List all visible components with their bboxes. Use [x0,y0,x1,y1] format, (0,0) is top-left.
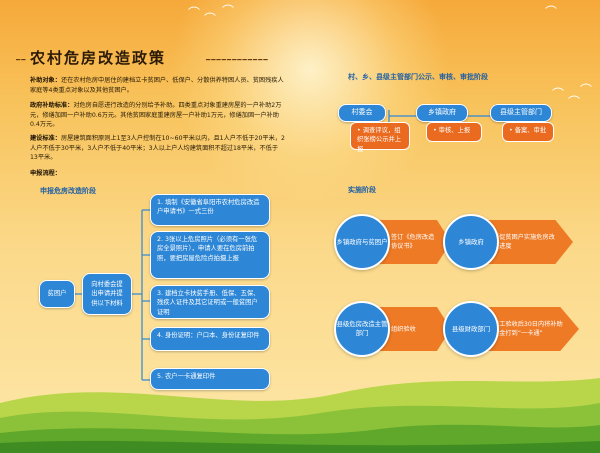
flow-start-poor-household: 贫困户 [39,280,75,308]
bird-icon: ⌒ [222,4,235,18]
bird-icon: ⌒ [568,95,581,109]
circle-county-dept: 县级危房改造主管部门 [334,301,390,357]
col-county-body: • 备案、审批 [502,122,554,142]
bird-icon: ⌒ [545,5,558,19]
col-village-body: • 调查评议，组织张榜公示并上报 [350,122,410,153]
col-township-title: 乡镇政府 [416,104,468,122]
flow-item-1: 1. 填制《安徽省阜阳市农村危房改造户申请书》一式三份 [150,194,270,226]
flow-item-2: 2. 3张以上危房照片（必须有一张危房全景照片），申请人要在危房前拍照，要把房屋… [150,231,270,279]
page-title: 农村危房改造政策 [30,49,167,67]
bird-icon: ⌒ [552,87,565,101]
title-decoration-left: ━━ [16,56,27,64]
right-top-heading: 村、乡、县级主管部门公示、审核、审批阶段 [348,73,488,81]
left-flow-heading: 申报危房改造阶段 [40,187,96,195]
col-village-title: 村委会 [338,104,386,122]
sun-glow [160,0,460,200]
green-hills-decoration [0,378,600,453]
circle-township-gov: 乡镇政府 [443,214,499,270]
paragraph-standard: 建设标准：房屋建筑面积原则上1至3人户控制在10~60平米以内，且1人户不低于2… [30,135,285,162]
bird-icon: ⌒ [204,12,217,26]
circle-county-finance: 县级财政部门 [443,301,499,357]
paragraph-target: 补助对象：还在农村危房中居住的建档立卡贫困户、低保户、分散供养特困人员、贫困残疾… [30,77,284,94]
flow-apply-box: 向村委会提出申请并提供以下材料 [82,273,132,315]
right-bottom-heading: 实施阶段 [348,186,376,194]
flow-item-3: 3. 建档立卡扶贫手册、低保、五保、残疾人证件及其它证明或一般贫困户证明 [150,285,270,319]
col-township-body: • 审核、上报 [426,122,482,142]
flow-item-4: 4. 身份证明：户口本、身份证复印件 [150,327,270,351]
paragraph-subsidy: 政府补助标准：对危房自愿进行改造的分别给予补助。四类重点对象重建房屋的一户补助2… [30,102,282,129]
bird-icon: ⌒ [188,6,201,20]
bird-icon: ⌒ [580,83,593,97]
col-county-title: 县级主管部门 [490,104,552,122]
circle-township-poor: 乡镇政府与贫困户 [334,214,390,270]
title-decoration-right: ━━━━━━━━━━━━ [206,56,269,64]
paragraph-process: 申报流程： [30,170,61,177]
flow-item-5: 5. 农户一卡通复印件 [150,368,270,390]
